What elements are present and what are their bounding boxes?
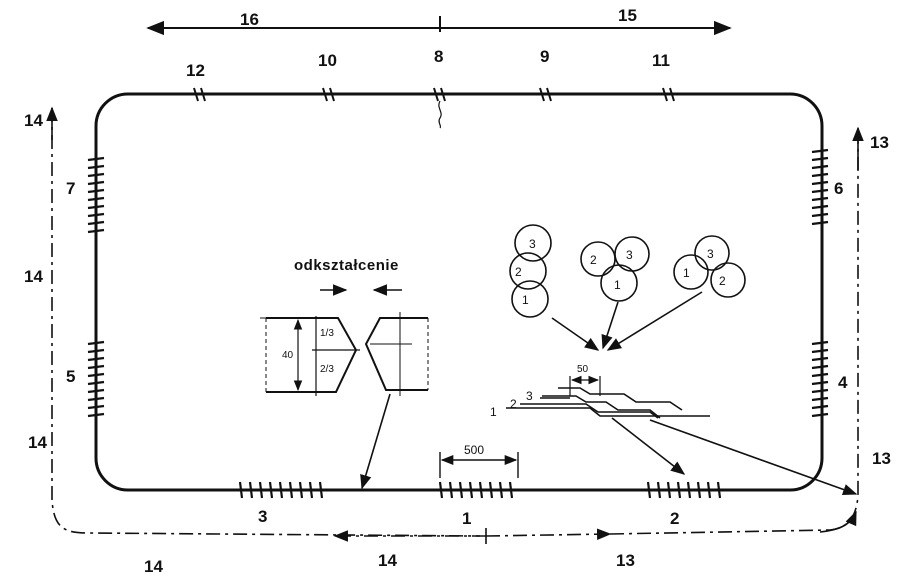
right-weld-hatch-4	[811, 340, 829, 418]
bead-1-label-bot: 1	[522, 293, 529, 307]
dimension-500	[439, 452, 519, 478]
label-bottom-13: 13	[616, 551, 635, 570]
bead-3-label-right: 2	[719, 274, 726, 288]
label-weld-4: 4	[838, 373, 848, 392]
label-1-3: 1/3	[320, 328, 334, 339]
right-corner-arrow	[819, 510, 857, 533]
center-squiggle	[438, 100, 442, 129]
label-14-d: 14	[144, 557, 163, 576]
left-weld-hatch-7	[87, 156, 105, 234]
label-weld-5: 5	[66, 367, 75, 386]
layer-label-2: 2	[510, 397, 517, 411]
label-14-a: 14	[24, 111, 43, 130]
label-weld-2: 2	[670, 509, 679, 528]
layer-label-1: 1	[490, 405, 497, 419]
label-15: 15	[618, 6, 637, 25]
label-13-a: 13	[870, 133, 889, 152]
label-weld-7: 7	[66, 179, 75, 198]
bead-arrows	[551, 291, 703, 351]
label-16: 16	[240, 10, 259, 29]
bead-1-label-top: 3	[529, 237, 536, 251]
bead-group-2: 2 3 1	[580, 236, 650, 302]
layer-sketch	[506, 387, 710, 419]
label-weld-10: 10	[318, 51, 337, 70]
left-plate-section	[266, 317, 358, 393]
right-plate-section	[364, 317, 428, 391]
bead-group-3: 3 1 2	[673, 235, 746, 298]
right-weld-hatch-6	[811, 148, 829, 226]
label-weld-8: 8	[434, 47, 443, 66]
label-bottom-14: 14	[378, 551, 397, 570]
bottom-arrow-13	[485, 528, 612, 540]
label-14-b: 14	[24, 267, 43, 286]
bead-2-label-left: 2	[590, 253, 597, 267]
bottom-weld-hatch-2	[646, 481, 722, 499]
label-weld-3: 3	[258, 507, 267, 526]
bead-3-label-top: 3	[707, 247, 714, 261]
bottom-weld-hatch-3	[238, 481, 324, 499]
label-2-3: 2/3	[320, 364, 334, 375]
bead-2-label-right: 3	[626, 248, 633, 262]
bottom-weld-hatch-1	[438, 481, 514, 499]
bead-group-1: 3 2 1	[509, 224, 552, 318]
label-weld-6: 6	[834, 179, 843, 198]
label-weld-11: 11	[652, 51, 670, 70]
deformation-leader	[360, 393, 391, 490]
label-14-c: 14	[28, 433, 47, 452]
layer-label-3: 3	[526, 389, 533, 403]
label-500: 500	[464, 443, 484, 457]
left-weld-hatch-5	[87, 340, 105, 418]
label-40: 40	[282, 350, 294, 361]
label-weld-1: 1	[462, 509, 471, 528]
top-weld-marks	[193, 87, 675, 102]
plate-outline	[94, 92, 824, 492]
dimension-50	[569, 375, 601, 396]
label-weld-12: 12	[186, 61, 205, 80]
bead-2-label-bot: 1	[614, 278, 621, 292]
label-13-b: 13	[872, 449, 891, 468]
bead-3-label-left: 1	[683, 266, 690, 280]
height-dimension	[293, 316, 360, 396]
leader-to-weld-2	[611, 417, 686, 475]
label-50: 50	[577, 364, 589, 375]
bead-1-label-mid: 2	[515, 265, 522, 279]
label-weld-9: 9	[540, 47, 549, 66]
deformation-title: odkształcenie	[294, 257, 399, 274]
leader-to-corner	[649, 419, 858, 496]
